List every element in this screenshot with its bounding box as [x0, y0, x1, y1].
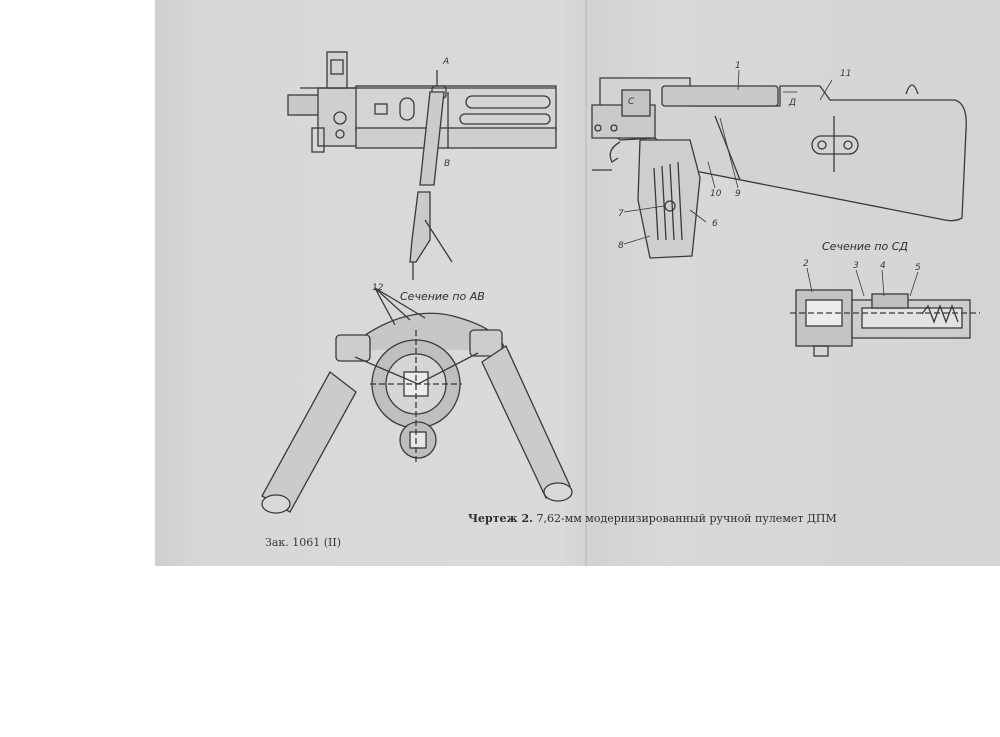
callout-1: 1	[735, 61, 741, 71]
callout-6: 6	[712, 219, 718, 229]
callout-11: 11	[840, 69, 851, 79]
callout-d: Д	[788, 98, 796, 108]
section-cd	[790, 289, 980, 357]
callout-12: 12	[372, 283, 384, 293]
stock-assembly	[591, 77, 967, 259]
callout-7: 7	[618, 209, 624, 219]
callout-b: В	[444, 159, 450, 169]
section-ab	[261, 287, 573, 514]
page-fold	[585, 0, 587, 566]
barrel-assembly	[287, 51, 557, 153]
caption-text: 7,62-мм модернизированный ручной пулемет…	[536, 512, 837, 525]
section-ab-title: Сечение по АВ	[400, 290, 485, 303]
callout-8: 8	[618, 241, 624, 251]
callout-a: А	[442, 57, 449, 67]
callout-10: 10	[710, 189, 722, 199]
figure-caption: Чертеж 2. 7,62-мм модернизированный ручн…	[468, 512, 837, 525]
caption-prefix: Чертеж 2.	[468, 512, 533, 525]
callout-c: С	[628, 97, 635, 107]
callout-3: 3	[853, 261, 859, 271]
order-note: Зак. 1061 (II)	[265, 536, 342, 549]
bipod-leg-view	[409, 70, 453, 280]
callout-2: 2	[803, 259, 809, 269]
callout-5: 5	[915, 263, 921, 273]
section-cd-title: Сечение по СД	[822, 240, 908, 253]
callout-9: 9	[735, 189, 741, 199]
callout-4: 4	[880, 261, 886, 271]
